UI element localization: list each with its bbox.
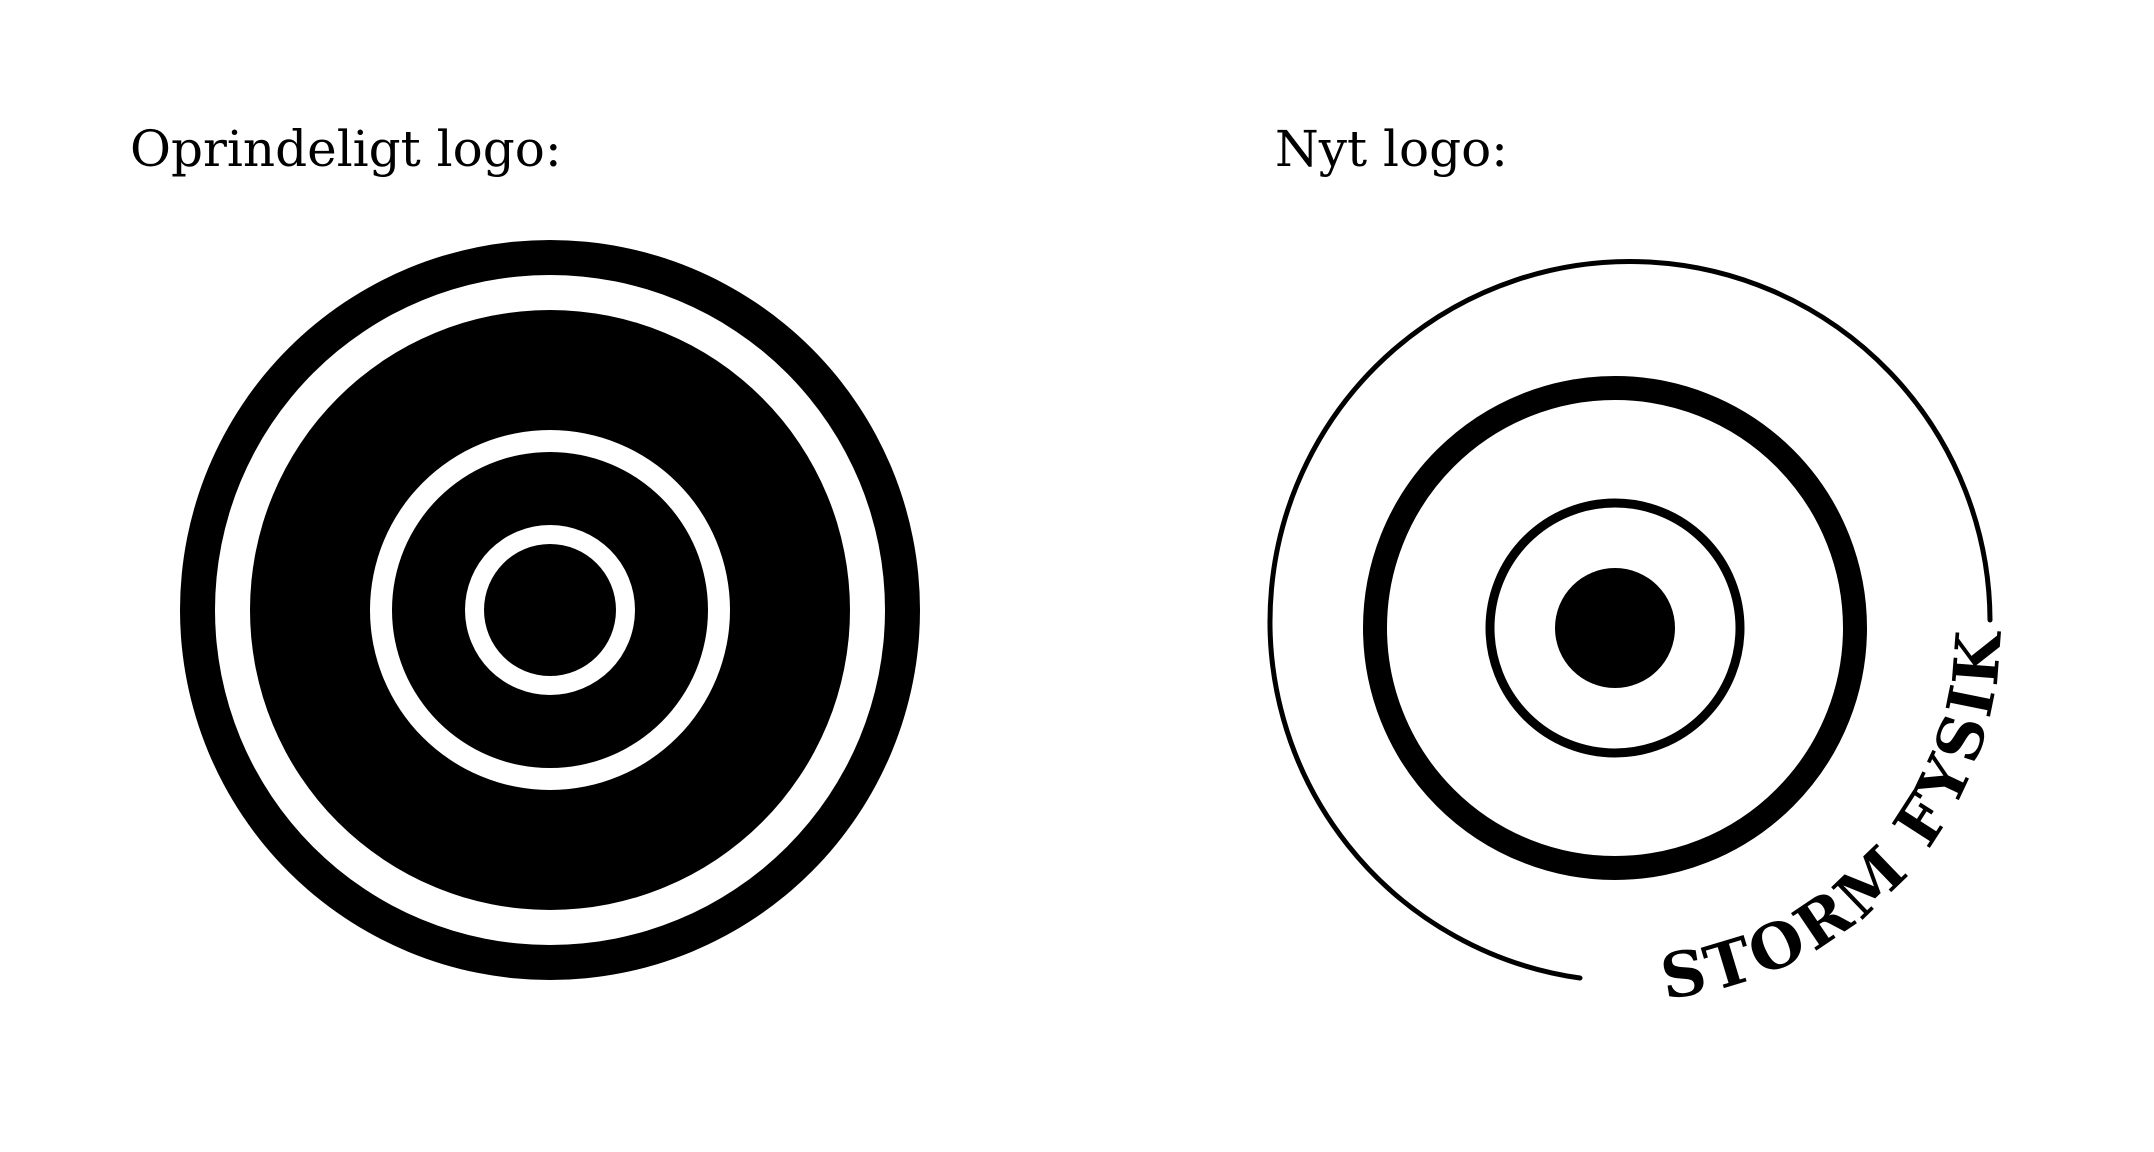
original-logo-core [484, 544, 616, 676]
new-logo-outer-arc [1267, 258, 1993, 981]
new-logo-thin-ring [1485, 498, 1745, 758]
original-logo-caption: Oprindeligt logo: [130, 120, 562, 178]
new-logo-thick-ring [1363, 376, 1867, 880]
original-logo-image [180, 240, 920, 980]
new-logo-center-dot [1555, 568, 1675, 688]
new-logo-caption: Nyt logo: [1275, 120, 1509, 178]
new-logo-text: STORM FYSIK [1656, 625, 2016, 1014]
new-logo-image: STORM FYSIK [1267, 258, 2016, 1014]
new-logo-text-path: STORM FYSIK [1656, 625, 2012, 1014]
